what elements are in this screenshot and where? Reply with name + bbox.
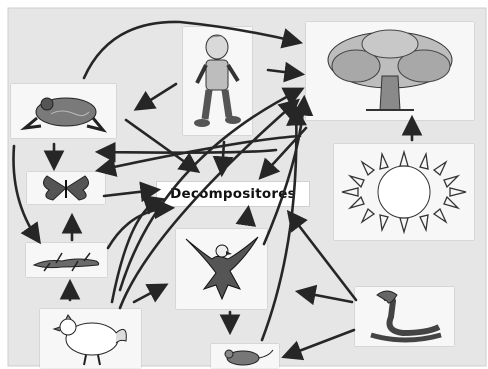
- butterfly-icon: [27, 172, 105, 204]
- decompositores-label: Decompositores: [156, 181, 310, 207]
- sun-icon: [334, 144, 474, 240]
- tree-card: [306, 22, 474, 120]
- lizard-icon: [26, 243, 107, 277]
- snake-icon: [355, 287, 454, 346]
- frog-card: [11, 84, 116, 138]
- boy-icon: [183, 27, 252, 135]
- sun-card: [334, 144, 474, 240]
- boy-card: [183, 27, 252, 135]
- butterfly-card: [27, 172, 105, 204]
- eagle-card: [176, 229, 267, 309]
- snake-card: [355, 287, 454, 346]
- hen-card: [40, 309, 141, 368]
- mouse-card: [211, 344, 279, 368]
- frog-icon: [11, 84, 116, 138]
- tree-icon: [306, 22, 474, 120]
- lizard-card: [26, 243, 107, 277]
- mouse-icon: [211, 344, 279, 368]
- hen-icon: [40, 309, 141, 368]
- eagle-icon: [176, 229, 267, 309]
